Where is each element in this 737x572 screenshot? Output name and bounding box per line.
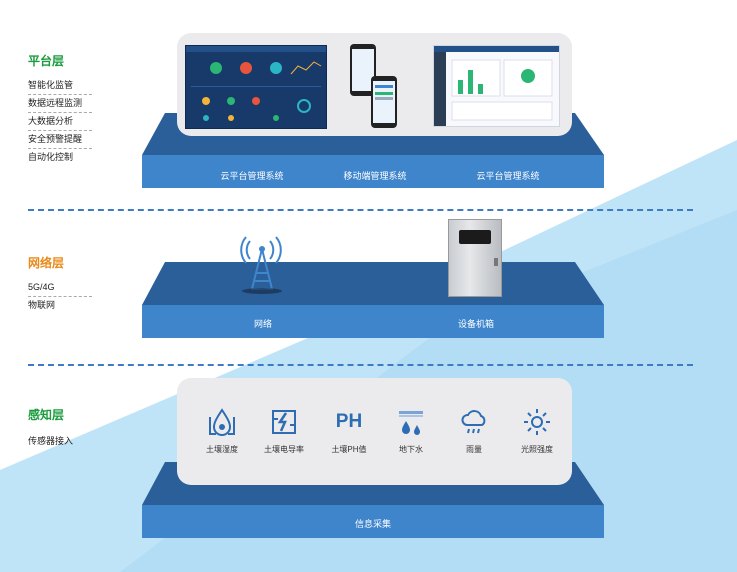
rain-cloud-icon [444,406,504,438]
sensor-groundwater: 地下水 [381,406,441,455]
platform-item: 智能化监管 [28,77,92,95]
platform-layer-title: 平台层 [28,54,65,68]
sensor-ph: PH 土壤PH值 [319,406,379,455]
mobile-phone-front [371,76,397,128]
sensors-panel [177,378,572,485]
sensing-layer-title: 感知层 [28,408,65,422]
ph-icon: PH [335,411,363,432]
soil-conductivity-icon [254,406,314,438]
separator-line [28,209,693,211]
network-layer-sidebar: 网络层 5G/4G 物联网 [28,254,92,314]
network-layer-title: 网络层 [28,256,65,270]
equipment-cabinet [448,219,502,297]
groundwater-icon [381,406,441,438]
sensor-label: 土壤湿度 [206,445,238,454]
sensing-label-collect: 信息采集 [354,519,391,529]
dashboard-screen-right [433,45,560,127]
platform-item: 自动化控制 [28,152,74,162]
sensor-label: 土壤PH值 [331,445,367,454]
sensor-rainfall: 雨量 [444,406,504,455]
dashboard-screen-left [185,45,327,129]
platform-item: 安全预警提醒 [28,131,92,149]
sensor-light-intensity: 光照强度 [507,406,567,455]
network-label-cabinet: 设备机箱 [457,319,494,329]
separator-line [28,364,693,366]
sensing-layer-sidebar: 感知层 传感器接入 [28,406,92,450]
platform-item: 数据远程监测 [28,95,92,113]
network-item: 物联网 [28,300,56,310]
sensor-label: 光照强度 [521,445,553,454]
network-label-net: 网络 [253,319,272,329]
platform-layer-sidebar: 平台层 智能化监管 数据远程监测 大数据分析 安全预警提醒 自动化控制 [28,52,92,166]
cell-tower-icon [240,236,282,294]
mobile-phone-back [350,44,376,96]
network-item: 5G/4G [28,279,92,297]
sensor-soil-moisture: 土壤湿度 [192,406,252,455]
platform-label-cloud-2: 云平台管理系统 [476,171,540,181]
sensor-label: 雨量 [466,445,482,454]
sun-icon [507,406,567,438]
platform-label-mobile: 移动端管理系统 [343,171,407,181]
sensor-soil-conductivity: 土壤电导率 [254,406,314,455]
platform-label-cloud-1: 云平台管理系统 [220,171,284,181]
sensing-item: 传感器接入 [28,436,74,446]
sensor-label: 地下水 [399,445,423,454]
platform-item: 大数据分析 [28,113,92,131]
sensor-label: 土壤电导率 [264,445,304,454]
soil-moisture-icon [192,406,252,438]
